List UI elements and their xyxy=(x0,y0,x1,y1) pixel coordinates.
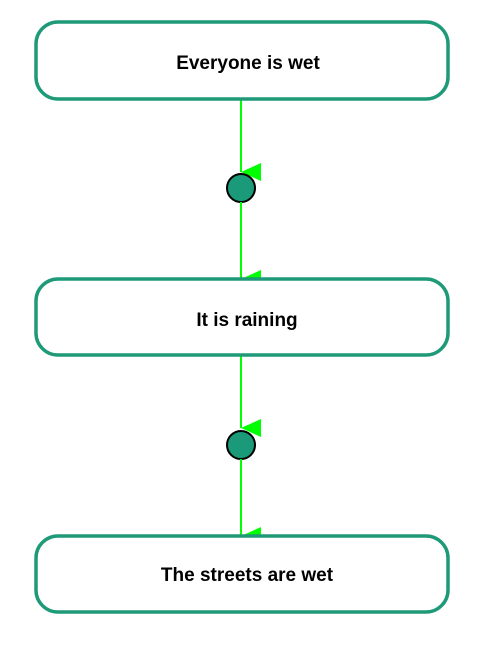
edge-it-is-raining-to-streets-wet xyxy=(226,355,261,545)
node-label: Everyone is wet xyxy=(176,53,320,74)
node-label: The streets are wet xyxy=(161,565,334,586)
edge-everyone-wet-to-it-is-raining xyxy=(226,99,261,288)
junction-node[interactable] xyxy=(226,173,256,203)
node-box xyxy=(34,277,450,357)
node-box xyxy=(34,20,450,101)
node-everyone-wet[interactable]: Everyone is wet xyxy=(34,20,450,101)
node-box xyxy=(34,534,450,614)
node-label: It is raining xyxy=(196,310,297,331)
node-it-is-raining[interactable]: It is raining xyxy=(34,277,450,357)
junction-node[interactable] xyxy=(226,430,256,460)
node-streets-wet[interactable]: The streets are wet xyxy=(34,534,450,614)
